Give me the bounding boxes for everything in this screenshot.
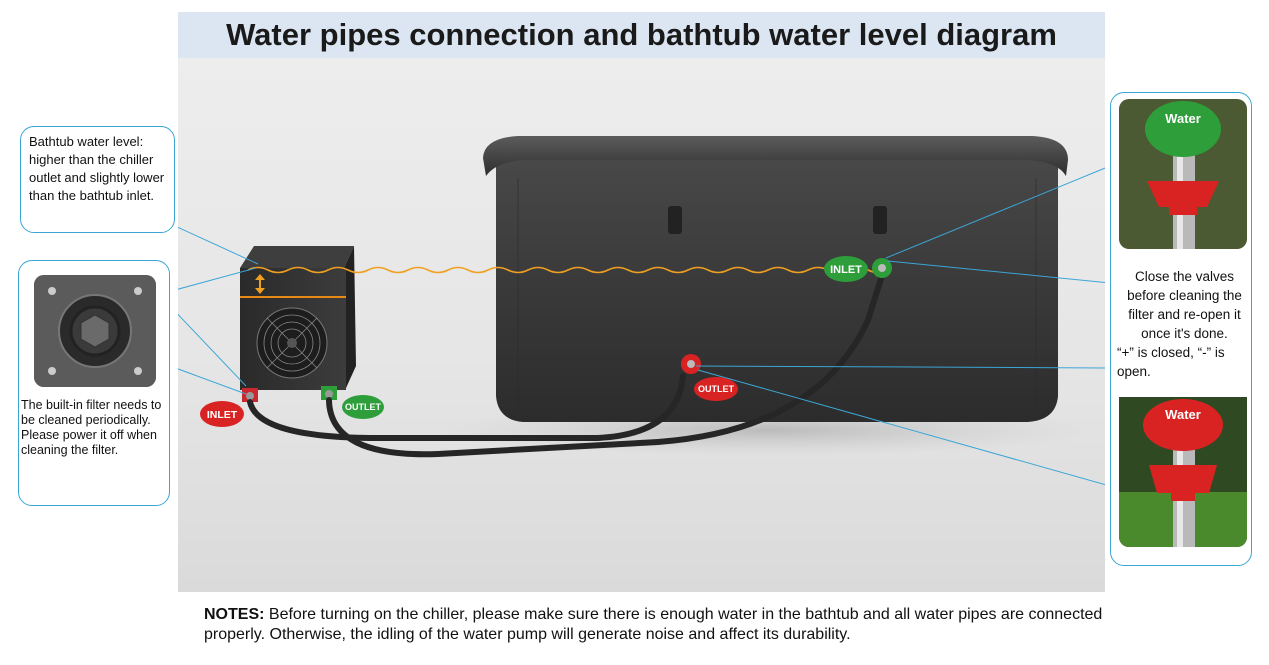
valve-word-green: Water [1165,111,1201,126]
label-tub-inlet: INLET [824,256,868,282]
filter-callout: The built-in filter needs to be cleaned … [18,260,170,506]
label-chiller-inlet-text: INLET [207,409,238,421]
valve-photo-red: Water [1119,397,1247,547]
callout-leaders [178,167,1105,486]
label-chiller-outlet: OUTLET [342,395,384,419]
label-tub-outlet-text: OUTLET [698,384,734,394]
filter-text: The built-in filter needs to be cleaned … [21,398,162,457]
water-level-callout: Bathtub water level: higher than the chi… [20,126,175,233]
level-arrow-icon [255,274,265,294]
tub-inlet-fitting [872,258,892,278]
tub-outlet-fitting [681,354,701,374]
notes-paragraph: NOTES: Before turning on the chiller, pl… [204,605,1124,645]
valve-callout: Water Close the valves before cleaning t… [1110,92,1252,566]
label-tub-outlet: OUTLET [694,377,738,401]
title-banner: Water pipes connection and bathtub water… [178,12,1105,58]
valve-text-line1: Close the valves before cleaning the fil… [1127,269,1242,341]
label-chiller-inlet: INLET [200,401,244,427]
label-chiller-outlet-text: OUTLET [345,402,381,412]
water-pipes [247,270,886,458]
page-title: Water pipes connection and bathtub water… [226,17,1057,52]
valve-text-line2: “+” is closed, “-” is open. [1117,345,1225,379]
label-tub-inlet-text: INLET [830,264,862,276]
bathtub-rim [483,136,1068,176]
product-photo: INLET OUTLET INLET OUTLET [178,58,1105,592]
notes-text: Before turning on the chiller, please ma… [204,606,1103,643]
bathtub [496,144,1058,422]
water-level-line [247,266,889,274]
notes-prefix: NOTES: [204,606,265,623]
valve-photo-green: Water [1119,99,1247,249]
chiller-unit [240,246,356,402]
valve-word-red: Water [1165,407,1201,422]
water-level-text: Bathtub water level: higher than the chi… [29,134,165,203]
valve-text: Close the valves before cleaning the fil… [1117,267,1252,381]
tub-handles [668,206,887,234]
scene-illustration: INLET OUTLET INLET OUTLET [178,136,1105,486]
filter-photo [34,275,156,387]
